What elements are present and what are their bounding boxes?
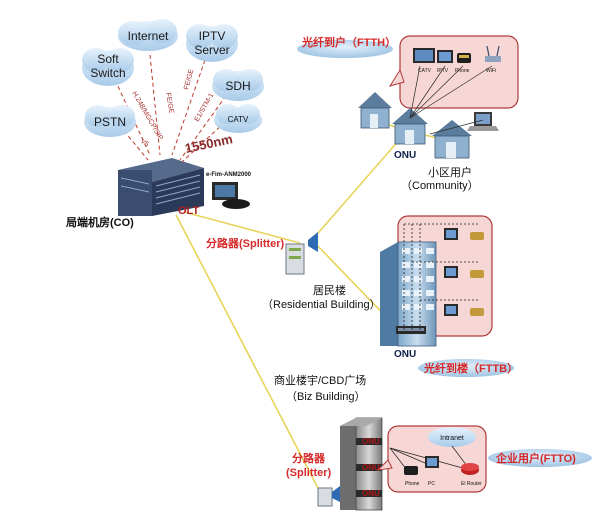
cloud-sdh-label: SDH <box>225 79 250 93</box>
fttb-phone-icon <box>470 232 484 240</box>
splitter-main-label: 分路器(Splitter) <box>206 236 285 250</box>
biz-phone-icon <box>404 466 418 475</box>
onu-community-label: ONU <box>394 150 416 161</box>
splitter-biz-label-1: 分路器 <box>292 451 326 465</box>
home-wifi-label: WiFi <box>486 68 496 74</box>
onu-biz-label-3: ONU <box>362 489 380 498</box>
cloud-iptv-label-1: IPTV <box>199 29 226 43</box>
home-phone-icon: Phone <box>455 53 471 74</box>
cloud-internet-label: Internet <box>128 29 169 43</box>
fttb-pc-icon <box>444 266 458 278</box>
laptop-icon <box>467 112 499 131</box>
house-3 <box>432 120 472 159</box>
cloud-catv-label: CATV <box>228 115 249 124</box>
fttb-pc-icon <box>444 304 458 316</box>
fttb-pc-icon <box>444 228 458 240</box>
biz-router-label: El Router <box>461 481 482 487</box>
cloud-intranet: Intranet <box>428 427 476 447</box>
cloud-intranet-label: Intranet <box>440 435 464 442</box>
community-en-label: （Community） <box>401 179 479 192</box>
onu-biz-label-2: ONU <box>362 463 380 472</box>
fttb-devices <box>444 228 484 316</box>
fttb-phone-icon <box>470 270 484 278</box>
splitter-biz-label-2: (Splitter) <box>286 467 332 479</box>
home-wifi-icon: WiFi <box>485 45 501 74</box>
biz-pc-icon <box>425 456 439 468</box>
fttb-label-bg <box>418 359 514 377</box>
cloud-iptv: IPTV Server <box>186 24 238 62</box>
cloud-internet: Internet <box>118 19 178 51</box>
ftto-label: 企业用户(FTTO) <box>495 451 576 465</box>
residential-cn-label: 居民楼 <box>313 283 346 297</box>
ftth-label: 光纤到户（FTTH） <box>301 35 396 49</box>
house-1 <box>358 92 392 129</box>
ftto-label-bg <box>488 449 592 467</box>
co-label: 局端机房(CO) <box>65 215 134 229</box>
onu-building-label: ONU <box>394 349 416 360</box>
biz-phone-label: Phone <box>405 481 420 487</box>
cloud-catv: CATV <box>214 104 262 133</box>
home-phone-label: Phone <box>455 68 470 74</box>
link-label-fege-a: FE/GE <box>164 92 175 114</box>
splitter-main <box>285 232 318 275</box>
ftth-label-bg <box>297 40 393 58</box>
cloud-pstn-label: PSTN <box>94 115 126 129</box>
home-iptv-icon: IPTV <box>437 50 453 74</box>
biz-en-label: （Biz Building） <box>286 390 365 403</box>
cloud-softswitch: Soft Switch <box>82 48 134 86</box>
biz-cn-label: 商业楼宇/CBD广场 <box>274 373 366 387</box>
home-iptv-label: IPTV <box>437 68 449 74</box>
biz-router-icon <box>461 463 479 475</box>
link-label-h248: H.248/MGCP/SIP <box>130 91 164 142</box>
house-links <box>409 65 493 135</box>
home-catv-label: CATV <box>418 68 432 74</box>
cloud-softswitch-label-1: Soft <box>97 52 119 66</box>
cloud-sdh: SDH <box>212 69 264 101</box>
link-label-v5: V5 <box>139 138 150 149</box>
community-cn-label: 小区用户 <box>428 165 472 179</box>
fttb-phone-icon <box>470 308 484 316</box>
home-catv-icon: CATV <box>413 48 435 74</box>
cloud-softswitch-label-2: Switch <box>90 66 125 80</box>
residential-building <box>380 241 437 347</box>
nms-workstation: e-Fim-ANM2000 <box>206 172 252 209</box>
cloud-pstn: PSTN <box>84 105 136 137</box>
splitter-biz <box>317 486 340 507</box>
fttb-label: 光纤到楼（FTTB） <box>423 361 518 375</box>
house-2 <box>392 108 428 145</box>
onu-biz-label-1: ONU <box>362 437 380 446</box>
fttb-dotted-links <box>403 223 478 330</box>
residential-en-label: （Residential Building） <box>262 298 381 311</box>
nms-label: e-Fim-ANM2000 <box>206 172 252 178</box>
olt-chassis <box>118 158 204 216</box>
link-label-fege-b: FE/GE <box>183 68 195 90</box>
link-label-e1: E1/STM-1 <box>194 92 216 123</box>
olt-label: OLT <box>178 205 199 217</box>
biz-building <box>340 417 383 511</box>
wavelength-label: 1550nm <box>184 131 234 156</box>
cloud-iptv-label-2: Server <box>194 43 229 57</box>
biz-pc-label: PC <box>428 481 435 487</box>
